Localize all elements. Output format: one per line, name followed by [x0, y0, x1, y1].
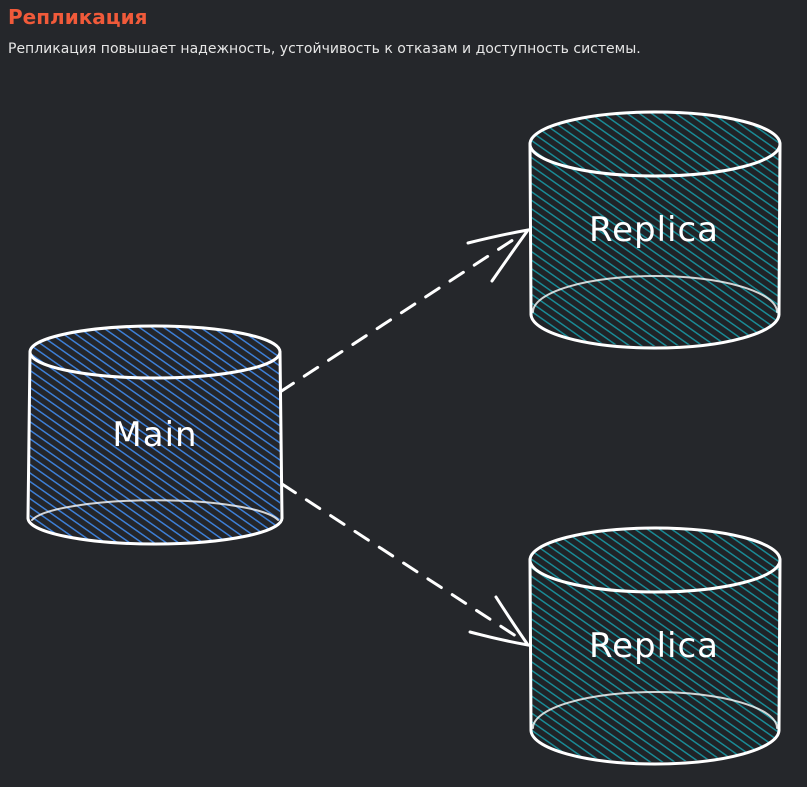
edge-main-to-replica-bottom [280, 482, 532, 648]
page-description: Репликация повышает надежность, устойчив… [8, 41, 641, 57]
page-title: Репликация [8, 5, 148, 29]
node-replica-bottom: Replica [528, 526, 782, 766]
node-main-label: Main [112, 415, 197, 455]
node-replica-top-label: Replica [589, 210, 719, 250]
edge-main-to-replica-top [278, 227, 532, 394]
node-main: Main [26, 324, 284, 546]
node-replica-top: Replica [528, 110, 782, 350]
node-replica-bottom-label: Replica [589, 626, 719, 666]
